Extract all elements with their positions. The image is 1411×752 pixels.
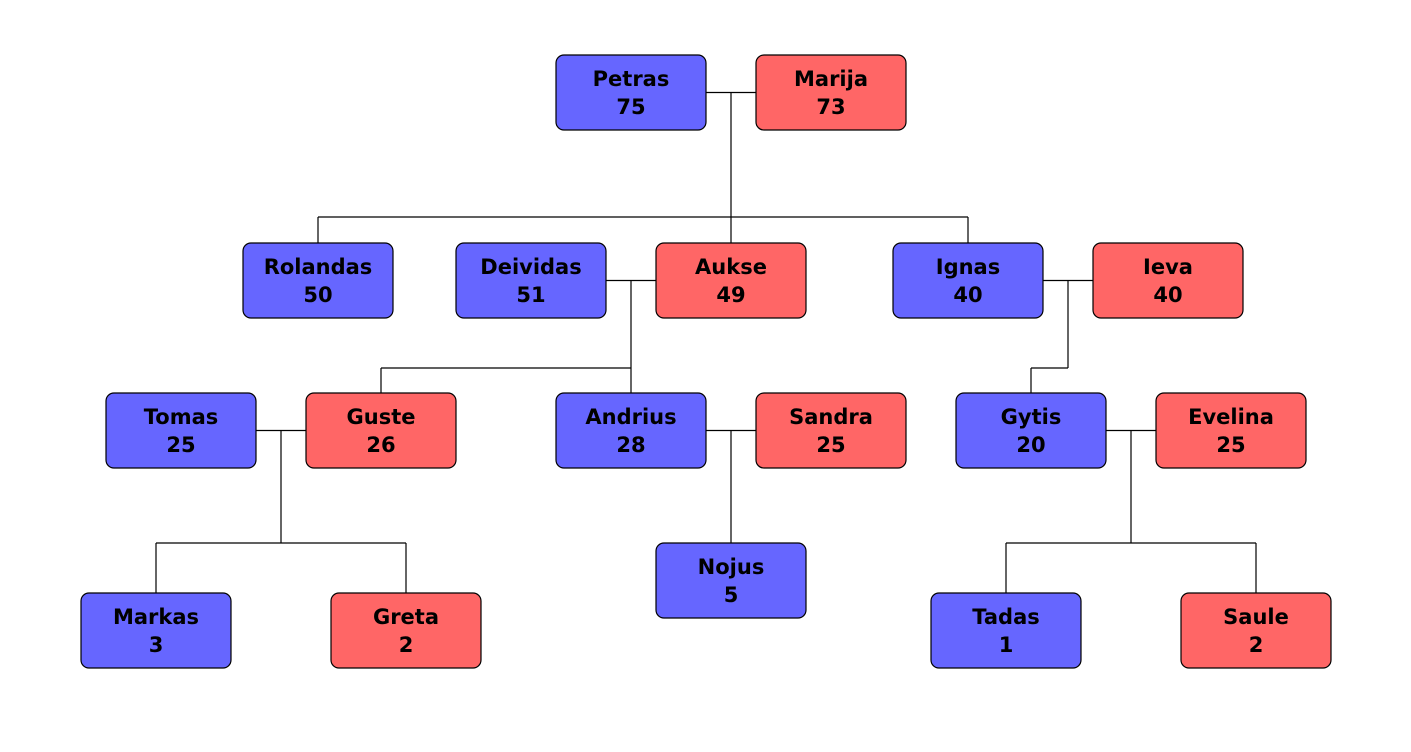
person-age: 26 <box>366 433 395 457</box>
person-box <box>105 392 257 469</box>
person-name: Deividas <box>480 255 581 279</box>
person-box <box>555 392 707 469</box>
person-box <box>955 392 1107 469</box>
person-box <box>1180 592 1332 669</box>
person-node-marija: Marija 73 <box>755 54 907 131</box>
person-name: Marija <box>794 67 868 91</box>
person-node-tomas: Tomas 25 <box>105 392 257 469</box>
person-node-tadas: Tadas 1 <box>930 592 1082 669</box>
person-node-markas: Markas 3 <box>80 592 232 669</box>
person-node-gytis: Gytis 20 <box>955 392 1107 469</box>
person-node-ieva: Ieva 40 <box>1092 242 1244 319</box>
person-age: 25 <box>816 433 845 457</box>
person-box <box>455 242 607 319</box>
person-box <box>555 54 707 131</box>
person-box <box>930 592 1082 669</box>
person-name: Evelina <box>1188 405 1274 429</box>
person-node-evelina: Evelina 25 <box>1155 392 1307 469</box>
person-name: Saule <box>1223 605 1289 629</box>
person-node-nojus: Nojus 5 <box>655 542 807 619</box>
person-node-saule: Saule 2 <box>1180 592 1332 669</box>
person-age: 40 <box>953 283 982 307</box>
person-name: Nojus <box>698 555 765 579</box>
person-nodes: Petras75Marija73Rolandas50Deividas51Auks… <box>80 54 1332 669</box>
person-box <box>1092 242 1244 319</box>
person-name: Ieva <box>1143 255 1193 279</box>
person-node-ignas: Ignas 40 <box>892 242 1044 319</box>
person-node-guste: Guste 26 <box>305 392 457 469</box>
person-name: Aukse <box>695 255 767 279</box>
person-box <box>1155 392 1307 469</box>
connector-lines <box>155 91 1257 593</box>
person-name: Guste <box>347 405 416 429</box>
person-age: 25 <box>1216 433 1245 457</box>
person-node-rolandas: Rolandas 50 <box>242 242 394 319</box>
person-box <box>242 242 394 319</box>
person-age: 2 <box>1249 633 1264 657</box>
person-age: 75 <box>616 95 645 119</box>
person-box <box>330 592 482 669</box>
person-age: 28 <box>616 433 645 457</box>
person-name: Rolandas <box>264 255 373 279</box>
person-box <box>755 392 907 469</box>
person-age: 73 <box>816 95 845 119</box>
person-node-petras: Petras 75 <box>555 54 707 131</box>
person-age: 40 <box>1153 283 1182 307</box>
person-age: 51 <box>516 283 545 307</box>
person-box <box>305 392 457 469</box>
person-age: 50 <box>303 283 332 307</box>
person-age: 25 <box>166 433 195 457</box>
person-box <box>80 592 232 669</box>
person-node-greta: Greta 2 <box>330 592 482 669</box>
person-name: Tomas <box>144 405 219 429</box>
person-box <box>655 542 807 619</box>
person-name: Tadas <box>972 605 1040 629</box>
person-age: 2 <box>399 633 414 657</box>
person-age: 1 <box>999 633 1014 657</box>
person-age: 5 <box>724 583 739 607</box>
person-age: 20 <box>1016 433 1045 457</box>
person-name: Gytis <box>1001 405 1062 429</box>
person-name: Ignas <box>936 255 1000 279</box>
person-age: 49 <box>716 283 745 307</box>
person-box <box>892 242 1044 319</box>
person-name: Greta <box>373 605 439 629</box>
person-node-andrius: Andrius 28 <box>555 392 707 469</box>
person-name: Markas <box>113 605 199 629</box>
person-box <box>755 54 907 131</box>
person-name: Andrius <box>585 405 676 429</box>
person-name: Sandra <box>789 405 873 429</box>
person-age: 3 <box>149 633 164 657</box>
person-node-deividas: Deividas 51 <box>455 242 607 319</box>
person-box <box>655 242 807 319</box>
person-node-aukse: Aukse 49 <box>655 242 807 319</box>
person-node-sandra: Sandra 25 <box>755 392 907 469</box>
person-name: Petras <box>593 67 670 91</box>
